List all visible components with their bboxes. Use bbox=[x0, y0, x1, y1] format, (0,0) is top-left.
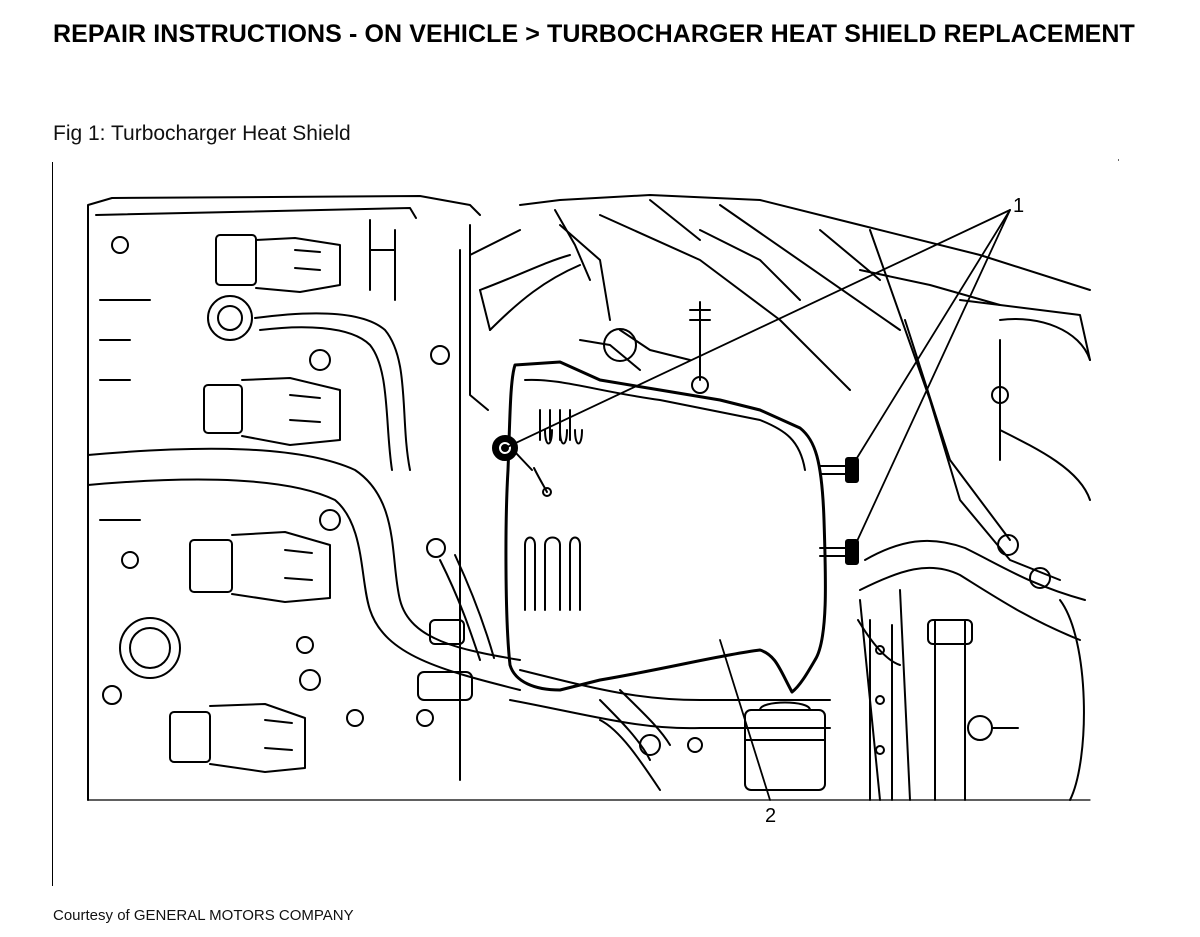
lower-components bbox=[599, 301, 826, 791]
callout-label-1: 1 bbox=[1013, 195, 1024, 217]
corner-tick bbox=[1118, 159, 1119, 161]
courtesy-credit: Courtesy of GENERAL MOTORS COMPANY bbox=[53, 907, 354, 924]
connector-cluster bbox=[99, 219, 450, 773]
engine-outline bbox=[87, 194, 1091, 801]
page-title: REPAIR INSTRUCTIONS - ON VEHICLE > TURBO… bbox=[53, 20, 1135, 48]
heat-shield-bolts bbox=[492, 435, 859, 565]
callout-label-2: 2 bbox=[765, 805, 776, 827]
figure-caption: Fig 1: Turbocharger Heat Shield bbox=[53, 122, 351, 145]
figure-frame-rule bbox=[52, 162, 53, 886]
callout-leaders bbox=[504, 209, 1011, 801]
hoses bbox=[87, 209, 1086, 801]
right-bracket bbox=[857, 229, 1091, 801]
heat-shield bbox=[504, 360, 827, 694]
